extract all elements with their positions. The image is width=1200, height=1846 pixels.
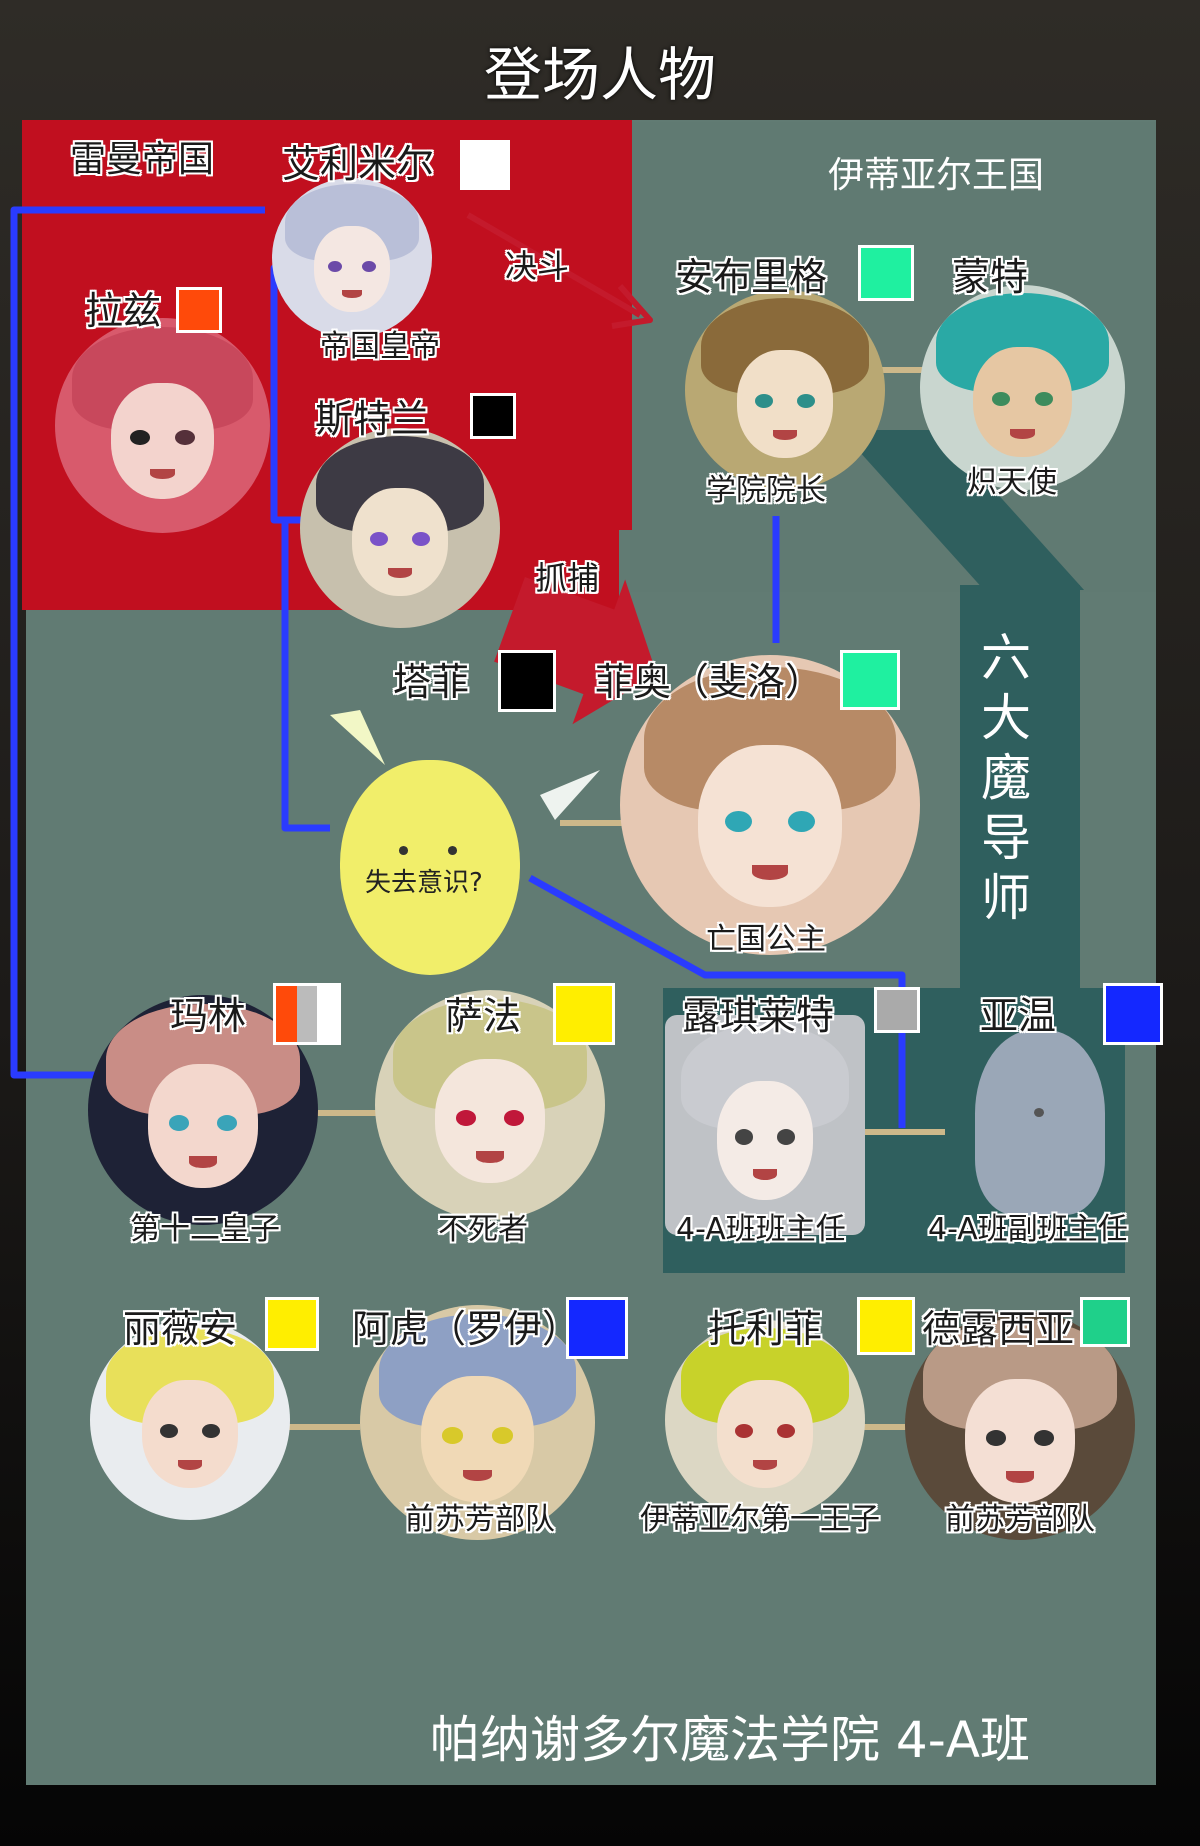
elimiel-role: 帝国皇帝	[320, 329, 440, 364]
duel-arrow-line	[466, 212, 642, 318]
safa-role: 不死者	[438, 1212, 528, 1247]
tafei-color-swatch	[498, 650, 556, 712]
tolifei-name: 托利菲	[708, 1307, 823, 1351]
arrest-arrow	[494, 577, 657, 725]
arrest-label: 抓捕	[535, 559, 600, 597]
raz-color-swatch	[176, 287, 222, 333]
yawen-color-swatch	[1103, 983, 1163, 1045]
yawen-role: 4-A班副班主任	[928, 1212, 1128, 1247]
delucia-color-swatch	[1080, 1297, 1130, 1347]
yawen-portrait	[975, 1030, 1105, 1215]
marin-name: 玛林	[170, 994, 247, 1038]
tafei-wing	[540, 770, 600, 820]
ahu-name: 阿虎（罗伊）	[352, 1307, 581, 1351]
anbrig-role: 学院院长	[706, 473, 826, 508]
raz-name: 拉兹	[85, 289, 162, 333]
marin-role: 第十二皇子	[130, 1212, 280, 1247]
lucht-portrait	[665, 1015, 865, 1235]
lucht-color-swatch	[874, 987, 920, 1033]
livian-color-swatch	[265, 1297, 319, 1351]
delucia-role: 前苏芳部队	[945, 1502, 1095, 1537]
sterlan-name: 斯特兰	[315, 397, 430, 441]
sterlan-portrait	[300, 428, 500, 628]
elimiel-color-swatch	[460, 140, 510, 190]
safa-color-swatch	[553, 983, 615, 1045]
marin-color-swatch	[273, 983, 341, 1045]
tafei-lucht-link	[528, 874, 906, 1128]
itiar-kingdom-label: 伊蒂亚尔王国	[828, 155, 1045, 196]
tafei-portrait	[340, 760, 520, 975]
duel-label: 决斗	[505, 247, 570, 285]
delucia-name: 德露西亚	[922, 1307, 1075, 1351]
duel-arrow-head	[611, 284, 653, 329]
sterlan-color-swatch	[470, 393, 516, 439]
tafei-speech: 失去意识?	[365, 868, 483, 898]
tolifei-portrait	[665, 1320, 865, 1520]
tafei-name: 塔菲	[393, 660, 470, 704]
marin-elimiel-link	[10, 206, 265, 1079]
anbrig-name: 安布里格	[675, 255, 828, 299]
anbrig-portrait	[685, 290, 885, 490]
six-mages-band	[960, 585, 1080, 990]
monte-role: 炽天使	[967, 465, 1057, 500]
raz-portrait	[55, 318, 270, 533]
safa-name: 萨法	[445, 994, 522, 1038]
monte-name: 蒙特	[952, 255, 1029, 299]
ahu-portrait	[360, 1305, 595, 1540]
ahu-color-swatch	[566, 1297, 628, 1359]
elimiel-portrait	[272, 178, 432, 338]
page-title: 登场人物	[483, 41, 716, 109]
rayman-empire-label: 雷曼帝国	[70, 139, 215, 180]
tafei-ear-left	[330, 710, 385, 765]
anbrig-color-swatch	[858, 245, 914, 301]
feio-color-swatch	[840, 650, 900, 710]
lucht-role: 4-A班班主任	[676, 1212, 846, 1247]
ahu-role: 前苏芳部队	[405, 1502, 555, 1537]
livian-portrait	[90, 1320, 290, 1520]
footer-caption: 帕纳谢多尔魔法学院 4-A班	[430, 1711, 1030, 1769]
livian-name: 丽薇安	[123, 1307, 238, 1351]
yawen-name: 亚温	[980, 994, 1057, 1038]
delucia-portrait	[905, 1310, 1135, 1540]
tolifei-role: 伊蒂亚尔第一王子	[640, 1502, 880, 1537]
six-mages-label: 六大魔导师	[981, 629, 1031, 927]
tolifei-color-swatch	[857, 1297, 915, 1355]
feio-name: 菲奥（斐洛）	[595, 660, 824, 704]
monte-portrait	[920, 285, 1125, 490]
lucht-name: 露琪莱特	[682, 994, 835, 1038]
elimiel-name: 艾利米尔	[282, 142, 435, 186]
feio-role: 亡国公主	[706, 922, 826, 957]
